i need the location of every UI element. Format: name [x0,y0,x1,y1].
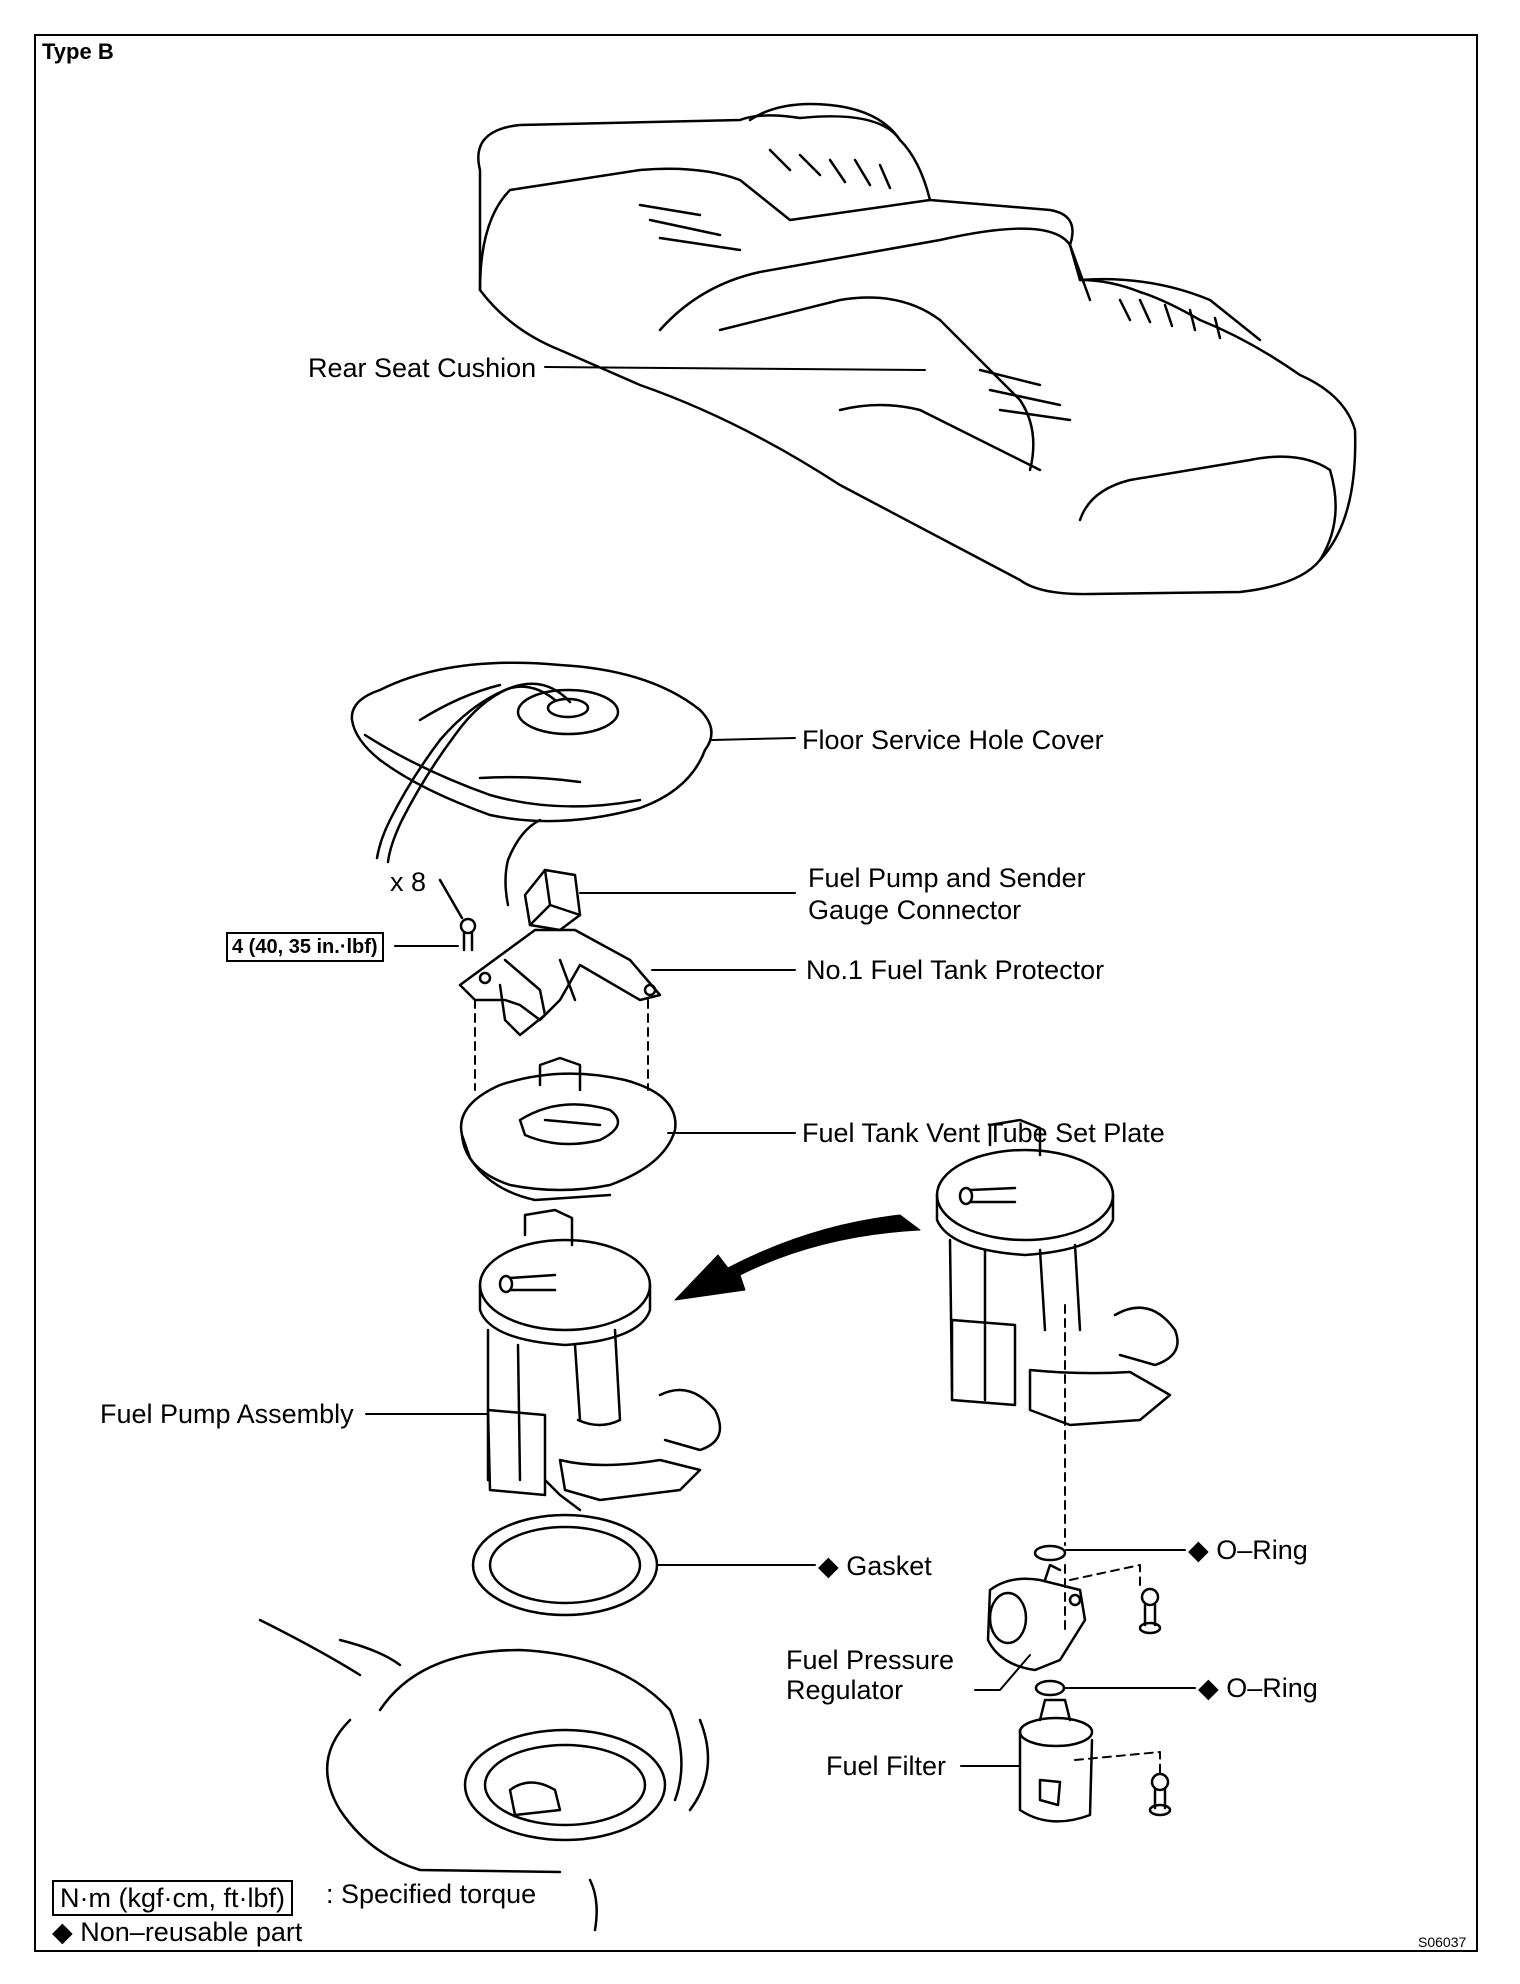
figure-code: S06037 [1418,1934,1467,1950]
direction-arrow-drawing [674,1214,921,1301]
o-ring-lower-drawing [1034,1679,1066,1697]
type-label: Type B [42,39,114,64]
fuel-pump-assembly-drawing [478,1208,722,1512]
alignment-dashes [474,999,1161,1776]
regulator-screw-drawing [1138,1587,1162,1635]
label-pressure-regulator-line2: Regulator [786,1675,904,1705]
leader-lines [365,366,1196,1767]
label-vent-tube-set-plate: Fuel Tank Vent Tube Set Plate [802,1118,1165,1148]
label-o-ring-upper: ◆ O–Ring [1188,1535,1308,1565]
legend-torque-unit: N·m (kgf·cm, ft·lbf) [52,1880,293,1916]
label-no1-fuel-tank-protector: No.1 Fuel Tank Protector [806,955,1105,985]
fuel-tank-opening-drawing [258,1618,710,1932]
label-pressure-regulator-line1: Fuel Pressure [786,1645,955,1675]
legend-torque-desc: : Specified torque [326,1879,537,1909]
label-gasket: ◆ Gasket [818,1551,932,1581]
diagram-frame [34,34,1478,1952]
fuel-pressure-regulator-drawing [986,1563,1087,1672]
fuel-pump-alt-view-drawing [935,1118,1179,1427]
no1-fuel-tank-protector-drawing [458,928,662,1037]
legend-non-reusable: ◆ Non–reusable part [52,1917,303,1947]
vent-tube-set-plate-drawing [459,1056,677,1202]
filter-screw-drawing [1148,1772,1172,1817]
rear-seat-cushion-drawing [477,102,1357,596]
connector-drawing [523,868,582,932]
torque-value-box: 4 (40, 35 in.·lbf) [226,932,384,962]
label-floor-service-hole-cover: Floor Service Hole Cover [802,725,1104,755]
label-o-ring-lower: ◆ O–Ring [1198,1673,1318,1703]
protector-bolt-drawing [438,878,477,952]
label-quantity: x 8 [390,867,427,897]
gasket-drawing [471,1513,659,1617]
label-rear-seat-cushion: Rear Seat Cushion [308,353,537,383]
floor-service-hole-cover-drawing [350,661,713,907]
o-ring-upper-drawing [1033,1544,1067,1562]
label-fuel-pump-assembly: Fuel Pump Assembly [100,1399,354,1429]
label-connector-line1: Fuel Pump and Sender [808,863,1086,893]
label-fuel-filter: Fuel Filter [826,1751,947,1781]
fuel-filter-drawing [1018,1698,1094,1823]
label-connector-line2: Gauge Connector [808,895,1022,925]
